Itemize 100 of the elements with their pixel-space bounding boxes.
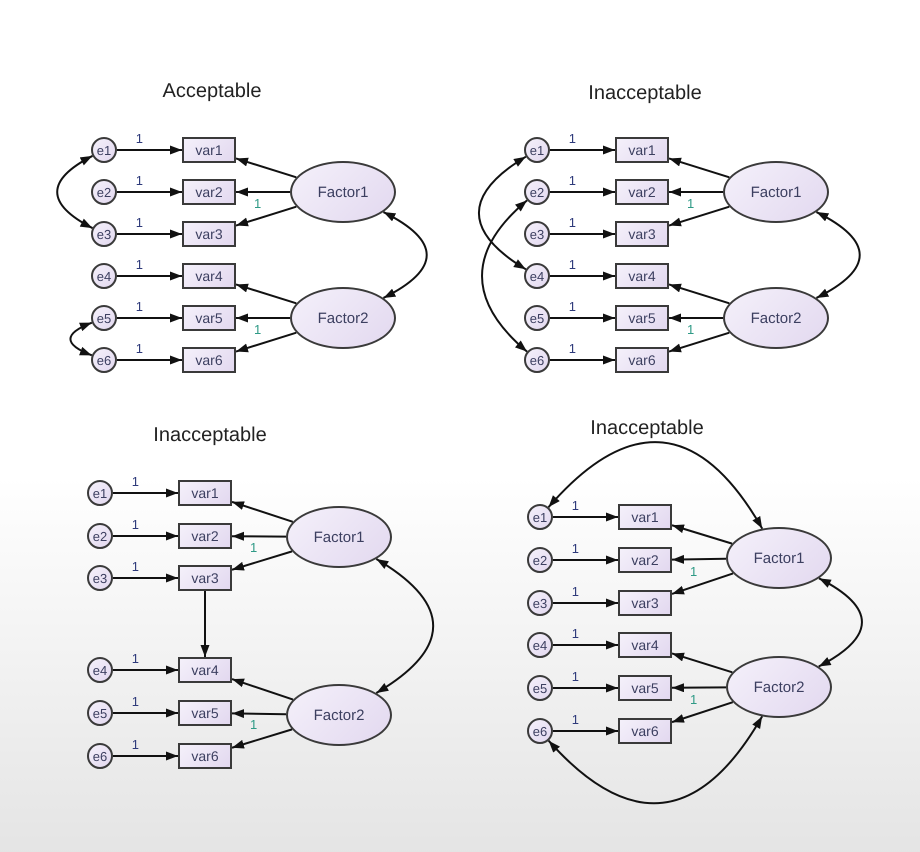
observed-variable-box (618, 504, 672, 530)
error-term-circle (87, 743, 113, 769)
variable-name: e6 (530, 352, 544, 368)
edge-label: 1 (687, 323, 694, 336)
covariance-arrow (816, 211, 861, 299)
error-term-circle (527, 504, 553, 530)
edge-label: 1 (568, 132, 576, 145)
variable-name: e3 (92, 570, 108, 586)
variable-name: e5 (96, 310, 112, 326)
path-arrow (553, 598, 618, 608)
covariance-arrow (818, 577, 863, 668)
edge-label: 1 (136, 258, 143, 271)
variable-name: var1 (628, 142, 656, 158)
path-arrow (236, 206, 297, 226)
path-arrow (553, 512, 618, 522)
factor-name: Factor1 (318, 184, 368, 200)
observed-variable-box (618, 547, 672, 573)
path-arrow (672, 652, 733, 674)
error-term-circle (524, 179, 550, 205)
path-arrow (550, 146, 615, 154)
factor-name: Factor2 (314, 706, 364, 724)
covariance-arrow (548, 716, 763, 804)
edge-label: 1 (572, 713, 579, 726)
path-arrow (200, 591, 210, 657)
edge-label: 1 (690, 692, 698, 706)
edge-label: 1 (568, 300, 576, 313)
variable-name: e5 (532, 680, 548, 696)
path-arrow (117, 146, 182, 154)
variable-name: e5 (92, 706, 108, 720)
edge-label: 1 (250, 541, 258, 554)
variable-name: e4 (530, 268, 544, 284)
variable-name: var4 (631, 637, 659, 653)
error-term-circle (527, 547, 553, 573)
error-term-circle (524, 137, 550, 163)
edge-label: 1 (136, 342, 143, 355)
path-arrow (232, 532, 286, 541)
edge-label: 1 (572, 585, 579, 598)
variable-name: e2 (96, 184, 112, 200)
edge-label: 1 (132, 475, 139, 488)
path-arrow (672, 701, 734, 724)
factor-name: Factor1 (314, 528, 364, 546)
variable-name: e6 (532, 724, 548, 738)
variable-name: var2 (631, 552, 659, 568)
variable-name: var4 (628, 268, 656, 284)
variable-name: var2 (628, 184, 656, 200)
edge-label: 1 (136, 132, 143, 145)
path-arrow (669, 314, 723, 322)
observed-variable-box (182, 179, 236, 205)
observed-variable-box (178, 565, 232, 591)
edge-label: 1 (136, 216, 143, 229)
path-arrow (236, 332, 297, 352)
observed-variable-box (182, 221, 236, 247)
error-term-circle (527, 675, 553, 701)
observed-variable-box (178, 657, 232, 683)
observed-variable-box (615, 137, 669, 163)
error-term-circle (524, 347, 550, 373)
variable-name: e1 (530, 142, 544, 158)
error-term-circle (527, 718, 553, 744)
observed-variable-box (182, 305, 236, 331)
variable-name: e1 (96, 142, 112, 158)
path-arrow (236, 314, 290, 322)
variable-name: e3 (532, 596, 548, 610)
edge-label: 1 (690, 564, 698, 578)
edge-label: 1 (568, 174, 576, 187)
edge-label: 1 (254, 323, 262, 336)
path-arrow (117, 356, 182, 364)
observed-variable-box (618, 675, 672, 701)
variable-name: var6 (628, 352, 656, 368)
edge-label: 1 (572, 627, 579, 640)
path-arrow (232, 728, 292, 749)
edge-label: 1 (572, 542, 579, 555)
error-term-circle (87, 700, 113, 726)
error-term-circle (524, 221, 550, 247)
factor-name: Factor1 (750, 184, 802, 200)
path-arrow (550, 314, 615, 322)
path-arrow (668, 284, 730, 304)
variable-name: var4 (195, 268, 223, 284)
error-term-circle (87, 523, 113, 549)
variable-name: e3 (96, 226, 112, 242)
observed-variable-box (178, 523, 232, 549)
path-arrow (553, 684, 618, 692)
path-arrow (669, 188, 723, 196)
path-arrow (550, 272, 615, 280)
variable-name: var5 (195, 310, 223, 326)
observed-variable-box (618, 632, 672, 658)
path-arrow (672, 554, 726, 564)
covariance-arrow (382, 211, 428, 299)
path-arrow (550, 230, 615, 238)
variable-name: var5 (631, 680, 659, 696)
edge-label: 1 (572, 499, 579, 512)
factor-name: Factor2 (318, 310, 368, 326)
observed-variable-box (615, 347, 669, 373)
path-arrow (117, 272, 182, 280)
path-arrow (672, 683, 726, 692)
error-term-circle (524, 305, 550, 331)
path-arrow (232, 550, 292, 571)
path-arrow (117, 188, 182, 196)
path-arrow (232, 709, 286, 718)
panel-title: Inacceptable (588, 82, 702, 105)
covariance-arrow (481, 200, 528, 352)
